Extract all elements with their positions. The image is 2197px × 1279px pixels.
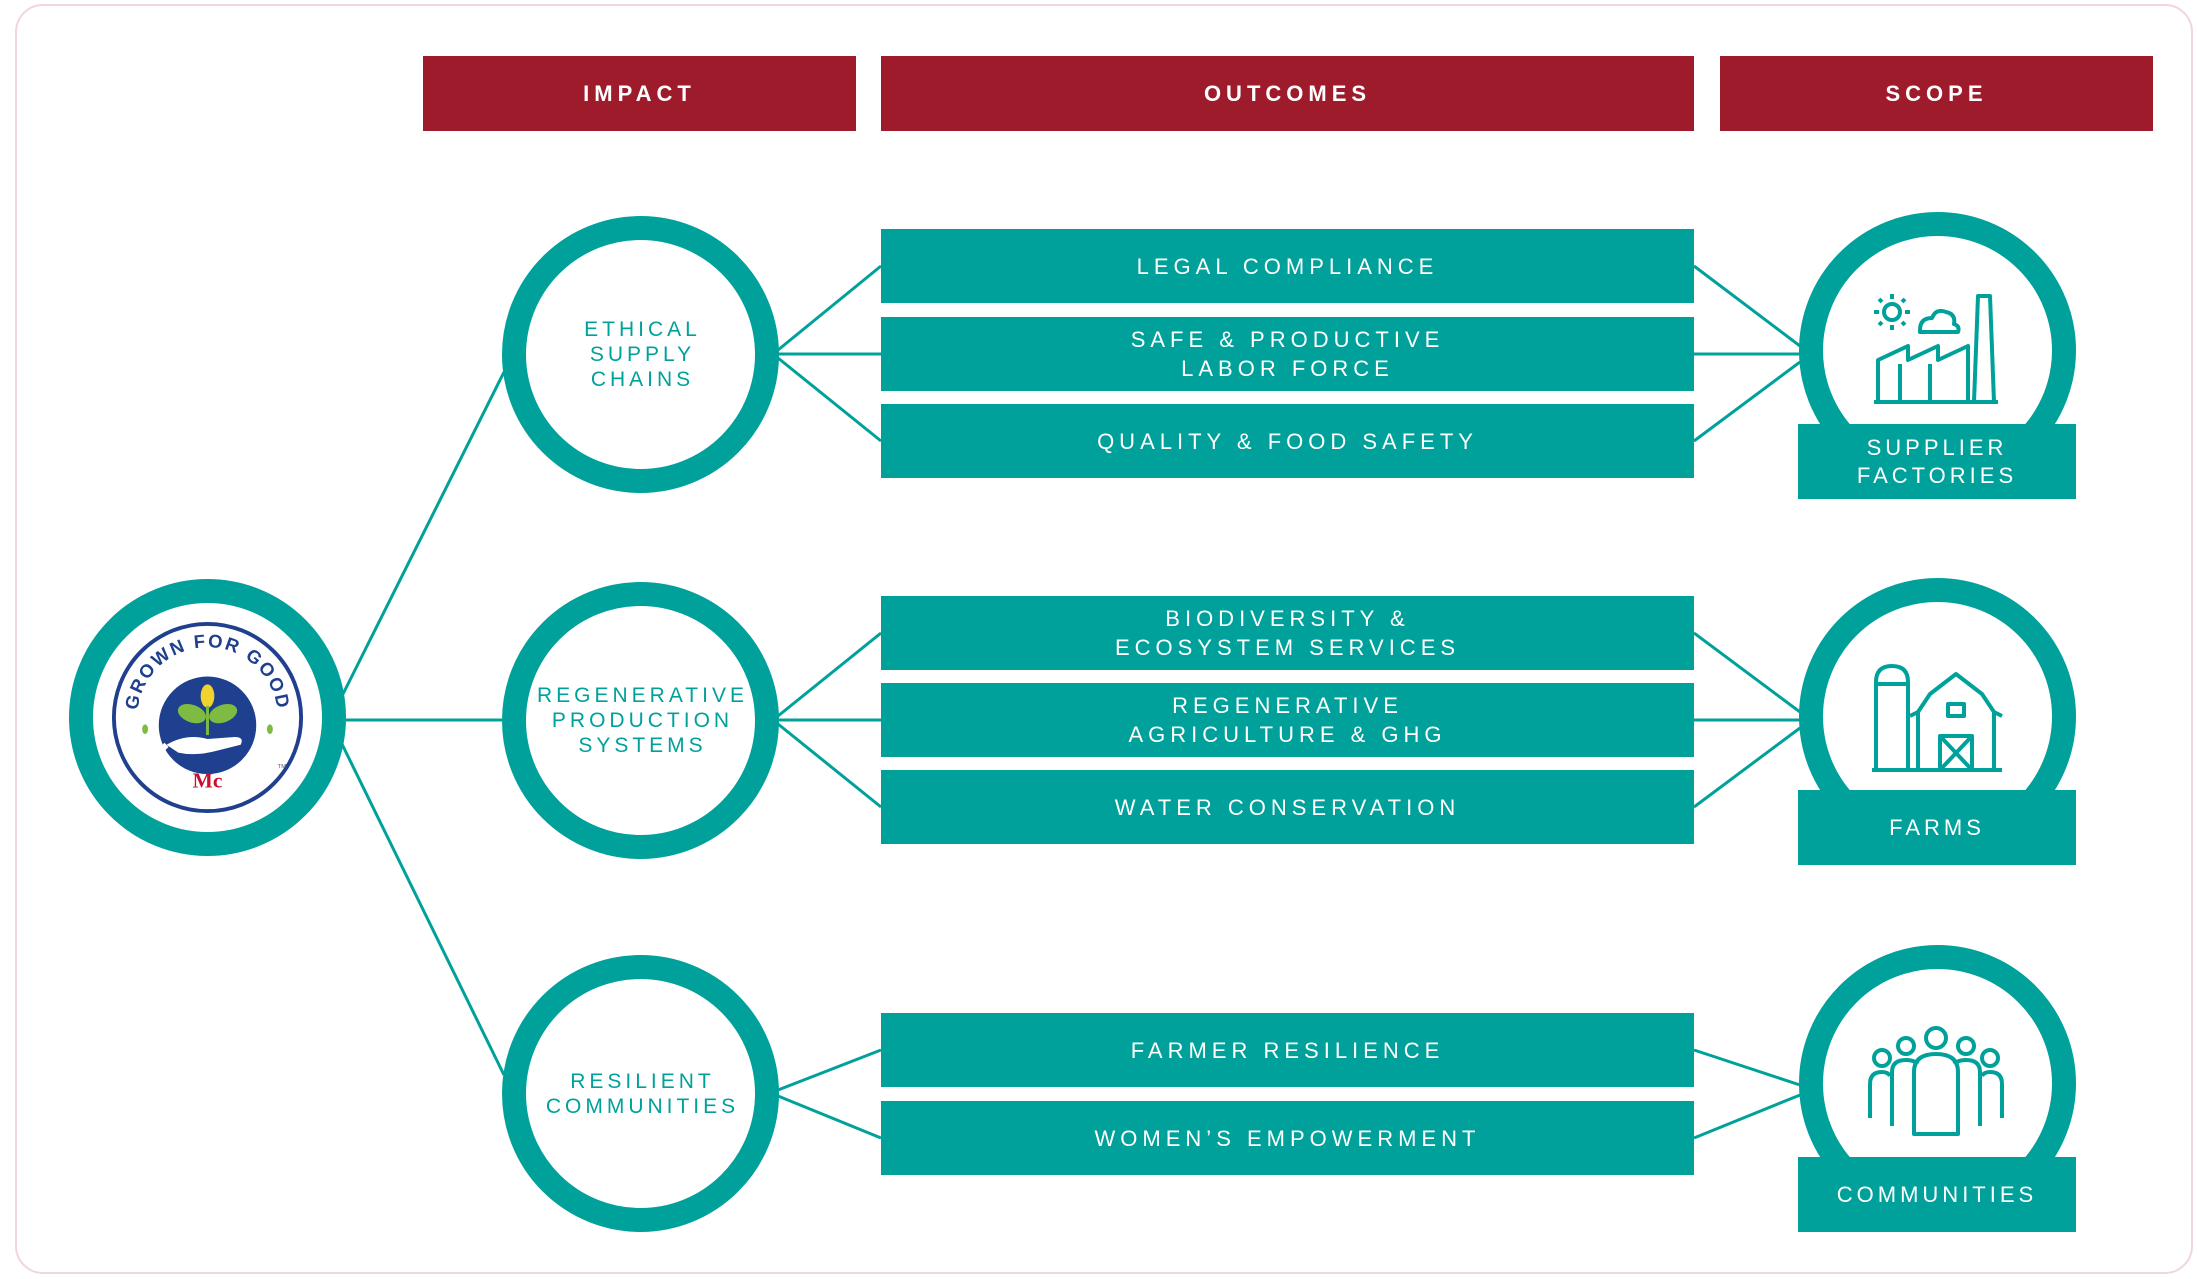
outcome-womens-empowerment: WOMEN’S EMPOWERMENT (881, 1101, 1694, 1175)
connector-logo-resilient (338, 739, 506, 1076)
scope-label-factories: SUPPLIER FACTORIES (1798, 424, 2076, 499)
impact-circle-ethical: ETHICAL SUPPLY CHAINS (502, 216, 779, 493)
scope-label-farms: FARMS (1798, 790, 2076, 865)
connector-logo-ethical (338, 371, 506, 701)
header-impact: IMPACT (423, 56, 856, 131)
header-outcomes: OUTCOMES (881, 56, 1694, 131)
outcome-water-conservation: WATER CONSERVATION (881, 770, 1694, 844)
impact-label-regenerative: REGENERATIVE PRODUCTION SYSTEMS (537, 684, 748, 757)
frame (15, 4, 2193, 1274)
connector-regen-water (777, 722, 882, 809)
outcome-biodiversity: BIODIVERSITY & ECOSYSTEM SERVICES (881, 596, 1694, 670)
header-scope: SCOPE (1720, 56, 2153, 131)
impact-label-resilient: RESILIENT COMMUNITIES (545, 1069, 740, 1118)
people-group-icon (1868, 1026, 2004, 1136)
scope-label-communities: COMMUNITIES (1798, 1157, 2076, 1232)
barn-icon (1872, 664, 2003, 772)
outcome-farmer-resilience: FARMER RESILIENCE (881, 1013, 1694, 1087)
impact-circle-regenerative: REGENERATIVE PRODUCTION SYSTEMS (502, 582, 779, 859)
connector-ethical-quality (777, 356, 882, 443)
connector-water-farms (1693, 726, 1801, 809)
grown-for-good-logo-circle: GROWN FOR GOOD Mc TM (69, 579, 346, 856)
outcome-safe-productive-labor: SAFE & PRODUCTIVE LABOR FORCE (881, 317, 1694, 391)
connector-farmer-communities (1693, 1048, 1801, 1087)
connector-legal-factories (1693, 264, 1801, 348)
grown-for-good-logo: GROWN FOR GOOD Mc TM (111, 621, 304, 814)
connector-resilient-women (777, 1094, 882, 1140)
logo-trademark: TM (278, 764, 287, 770)
outcome-quality-food-safety: QUALITY & FOOD SAFETY (881, 404, 1694, 478)
connector-biodiversity-farms (1693, 631, 1801, 714)
factory-icon (1874, 294, 1998, 404)
connector-resilient-farmer (777, 1048, 882, 1092)
outcome-legal-compliance: LEGAL COMPLIANCE (881, 229, 1694, 303)
outcome-regenerative-agriculture: REGENERATIVE AGRICULTURE & GHG (881, 683, 1694, 757)
impact-circle-resilient: RESILIENT COMMUNITIES (502, 955, 779, 1232)
logo-brand-mark: Mc (193, 769, 223, 793)
impact-label-ethical: ETHICAL SUPPLY CHAINS (584, 318, 701, 391)
connector-ethical-legal (777, 264, 882, 352)
connector-quality-factories (1693, 360, 1801, 443)
connector-women-communities (1693, 1093, 1801, 1140)
connector-regen-biodiversity (777, 631, 882, 718)
